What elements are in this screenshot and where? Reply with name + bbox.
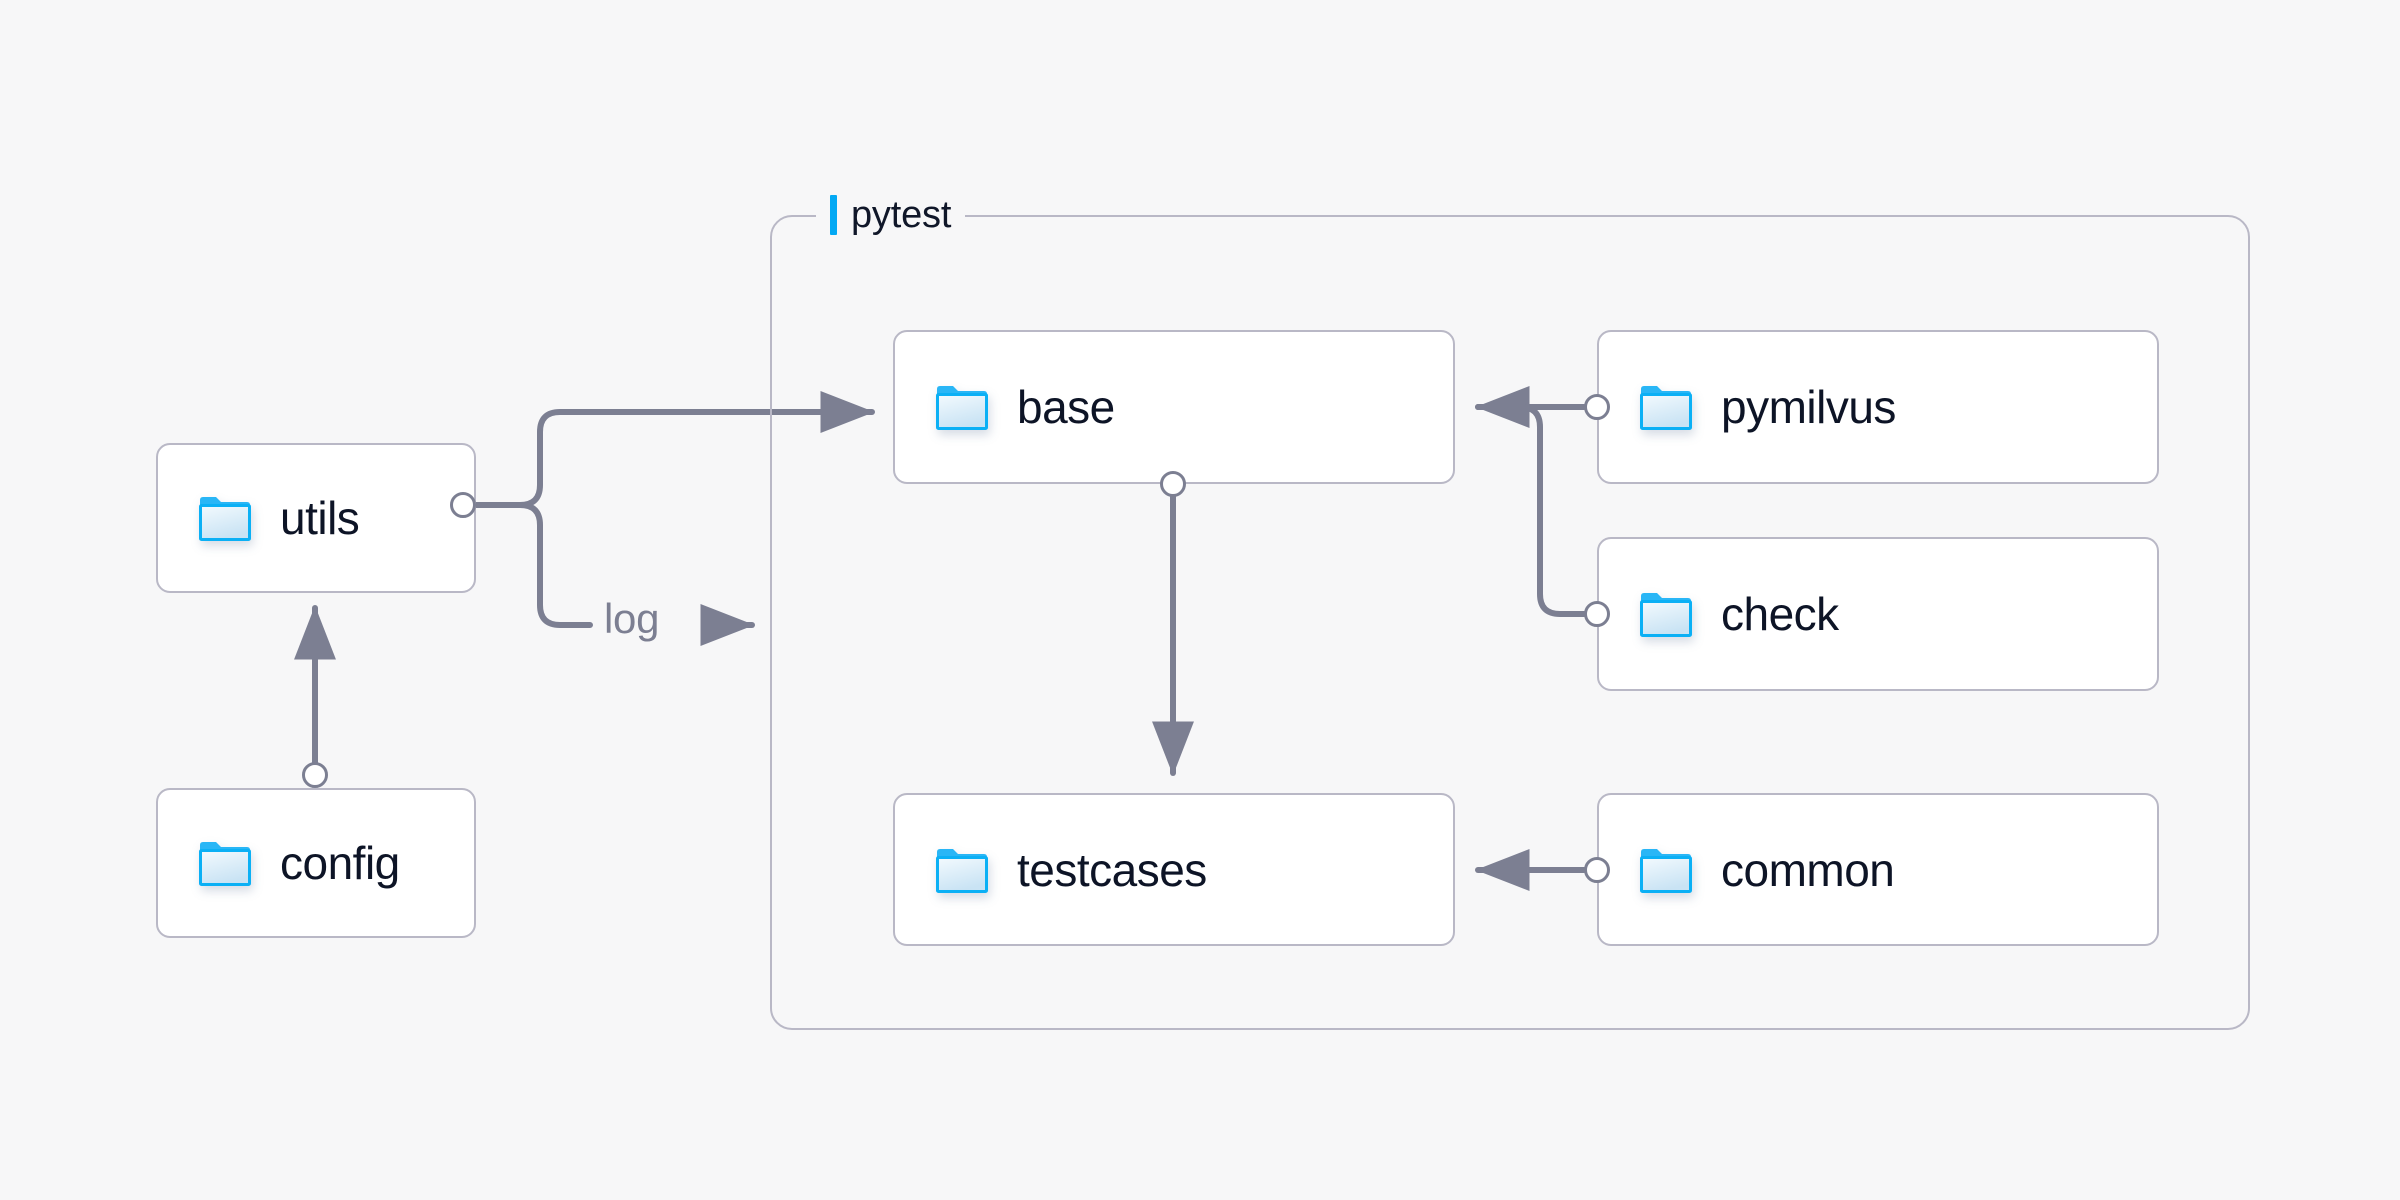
folder-icon (198, 494, 252, 542)
check-left-port[interactable] (1584, 601, 1610, 627)
node-label: pymilvus (1721, 381, 1896, 433)
node-testcases[interactable]: testcases (893, 793, 1455, 946)
node-check[interactable]: check (1597, 537, 2159, 691)
node-config[interactable]: config (156, 788, 476, 938)
node-label: check (1721, 588, 1839, 640)
node-utils[interactable]: utils (156, 443, 476, 593)
pymilvus-left-port[interactable] (1584, 394, 1610, 420)
group-label-text: pytest (851, 193, 952, 236)
node-common[interactable]: common (1597, 793, 2159, 946)
base-bottom-port[interactable] (1160, 471, 1186, 497)
folder-icon (935, 383, 989, 431)
folder-icon (935, 846, 989, 894)
node-label: testcases (1017, 843, 1207, 896)
node-base[interactable]: base (893, 330, 1455, 484)
node-label: common (1721, 843, 1895, 896)
pytest-group-label[interactable]: pytest (816, 192, 966, 238)
node-label: utils (280, 492, 360, 544)
folder-icon (1639, 383, 1693, 431)
node-label: base (1017, 381, 1115, 433)
config-top-port[interactable] (302, 762, 328, 788)
group-accent-bar (830, 195, 837, 235)
edge-label-log: log (604, 595, 660, 642)
node-label: config (280, 837, 400, 889)
folder-icon (1639, 846, 1693, 894)
utils-right-port[interactable] (450, 492, 476, 518)
pytest-group-container[interactable] (770, 215, 2250, 1030)
common-left-port[interactable] (1584, 857, 1610, 883)
node-pymilvus[interactable]: pymilvus (1597, 330, 2159, 484)
folder-icon (1639, 590, 1693, 638)
folder-icon (198, 839, 252, 887)
